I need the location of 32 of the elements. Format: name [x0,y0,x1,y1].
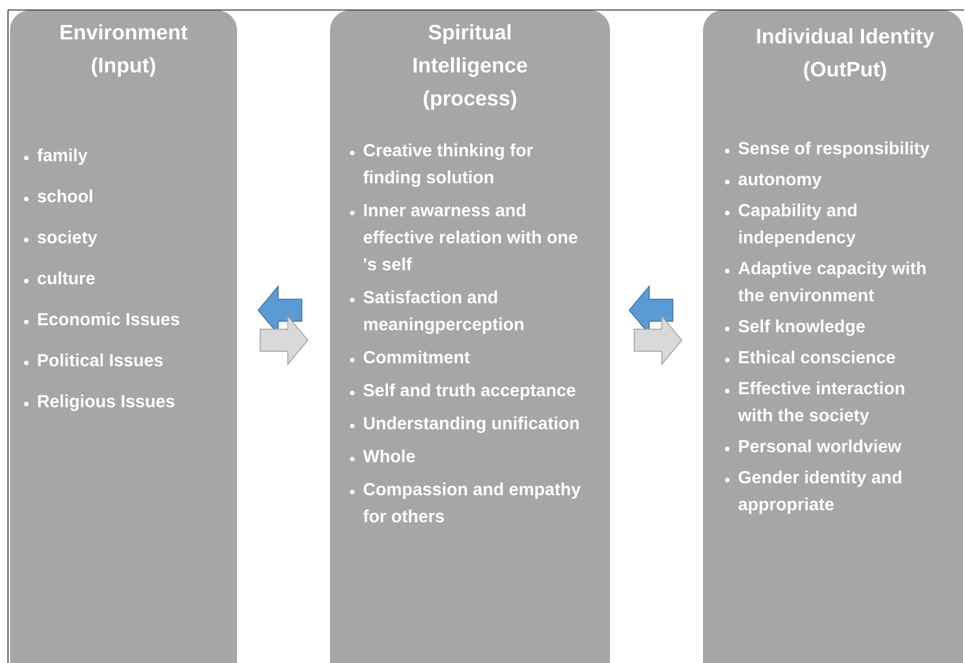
block-arrow [260,314,308,366]
column-box [330,10,610,663]
bullet-item: autonomy [738,174,822,189]
bullet-item: Sense of responsibility [738,142,930,158]
bullet-item: Economic Issues [38,312,180,326]
bullet-item: Satisfaction and meaningperception [364,290,524,334]
column-box [703,10,964,663]
bullet-item: family [37,148,88,165]
box-heading: Environment (Input) [60,24,188,77]
bullet-item: Religious Issues [38,394,174,411]
bullet-item: Capability and independency [738,204,856,247]
bullet-item: Adaptive capacity with the environment [738,262,926,302]
bullet-item: culture [38,272,95,284]
bullet-item: Personal worldview [739,440,902,452]
bullet-item: Effective interaction with the society [738,382,904,425]
bullet-item: Self and truth acceptance [364,384,576,400]
box-heading: Spiritual Intelligence (process) [414,24,528,110]
block-arrow [634,314,682,366]
bullet-item: Inner awarness and effective relation with one 's self [364,204,578,270]
bullet-item: Commitment [364,350,470,364]
bullet-item: school [38,190,92,202]
bullet-item: Political Issues [38,354,163,366]
bullet-item: Gender identity and appropriate [738,470,902,514]
column-box [10,10,237,663]
bullet-item: Whole [363,450,415,462]
box-heading: Individual Identity (OutPut) [757,28,934,81]
bullet-item: Self knowledge [738,320,865,336]
bullet-item: Ethical conscience [739,350,895,364]
bullet-item: society [38,230,98,247]
bullet-item: Understanding unification [364,416,579,433]
bullet-item: Compassion and empathy for others [363,482,581,522]
bullet-item: Creative thinking for finding solution [363,144,533,187]
